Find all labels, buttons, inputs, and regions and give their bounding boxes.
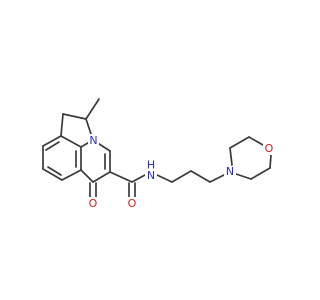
bond-morph-4: [269, 154, 272, 169]
bond-layer: [42, 98, 272, 199]
amide-h-label: H: [147, 159, 155, 172]
bond-methyl: [85, 98, 100, 120]
bond-chain-4: [209, 174, 225, 183]
morpholine-nitrogen-label: N: [226, 165, 234, 178]
bond-chain-3: [190, 170, 211, 183]
bond-benz-1: [42, 135, 62, 147]
bond-benz-3: [42, 168, 63, 181]
bond-c-amide: [109, 171, 133, 183]
bond-c-co: [92, 171, 111, 183]
bond-benz-4: [61, 169, 82, 181]
bond-benz-6: [60, 135, 82, 148]
amide-oxygen-label: O: [128, 197, 137, 210]
bond-morph-2: [229, 136, 250, 149]
bond-benz-1-inner: [45, 141, 60, 151]
bond-morph-6: [235, 173, 252, 180]
morpholine-oxygen-label: O: [265, 142, 274, 155]
amide-nitrogen-label: N: [147, 169, 155, 182]
bond-benz-3-inner: [47, 166, 62, 176]
bond-morph-3: [248, 136, 264, 146]
bond-ch2-ar: [60, 113, 64, 137]
molecule-structure: N O O H N N O: [42, 98, 275, 210]
bond-amide-n: [131, 174, 146, 183]
bond-chain-2: [171, 170, 192, 183]
bond-co-ar: [80, 169, 94, 183]
molecule-canvas: N O O H N N O: [42, 98, 275, 210]
bond-ch-ch2: [62, 113, 87, 120]
ketone-oxygen-label: O: [89, 197, 98, 210]
bond-chain-1: [156, 174, 173, 183]
bond-morph-5: [250, 167, 271, 180]
bond-morph-1: [229, 147, 233, 166]
ring-nitrogen-label: N: [89, 134, 97, 147]
atom-label-layer: N O O H N N O: [87, 134, 275, 210]
